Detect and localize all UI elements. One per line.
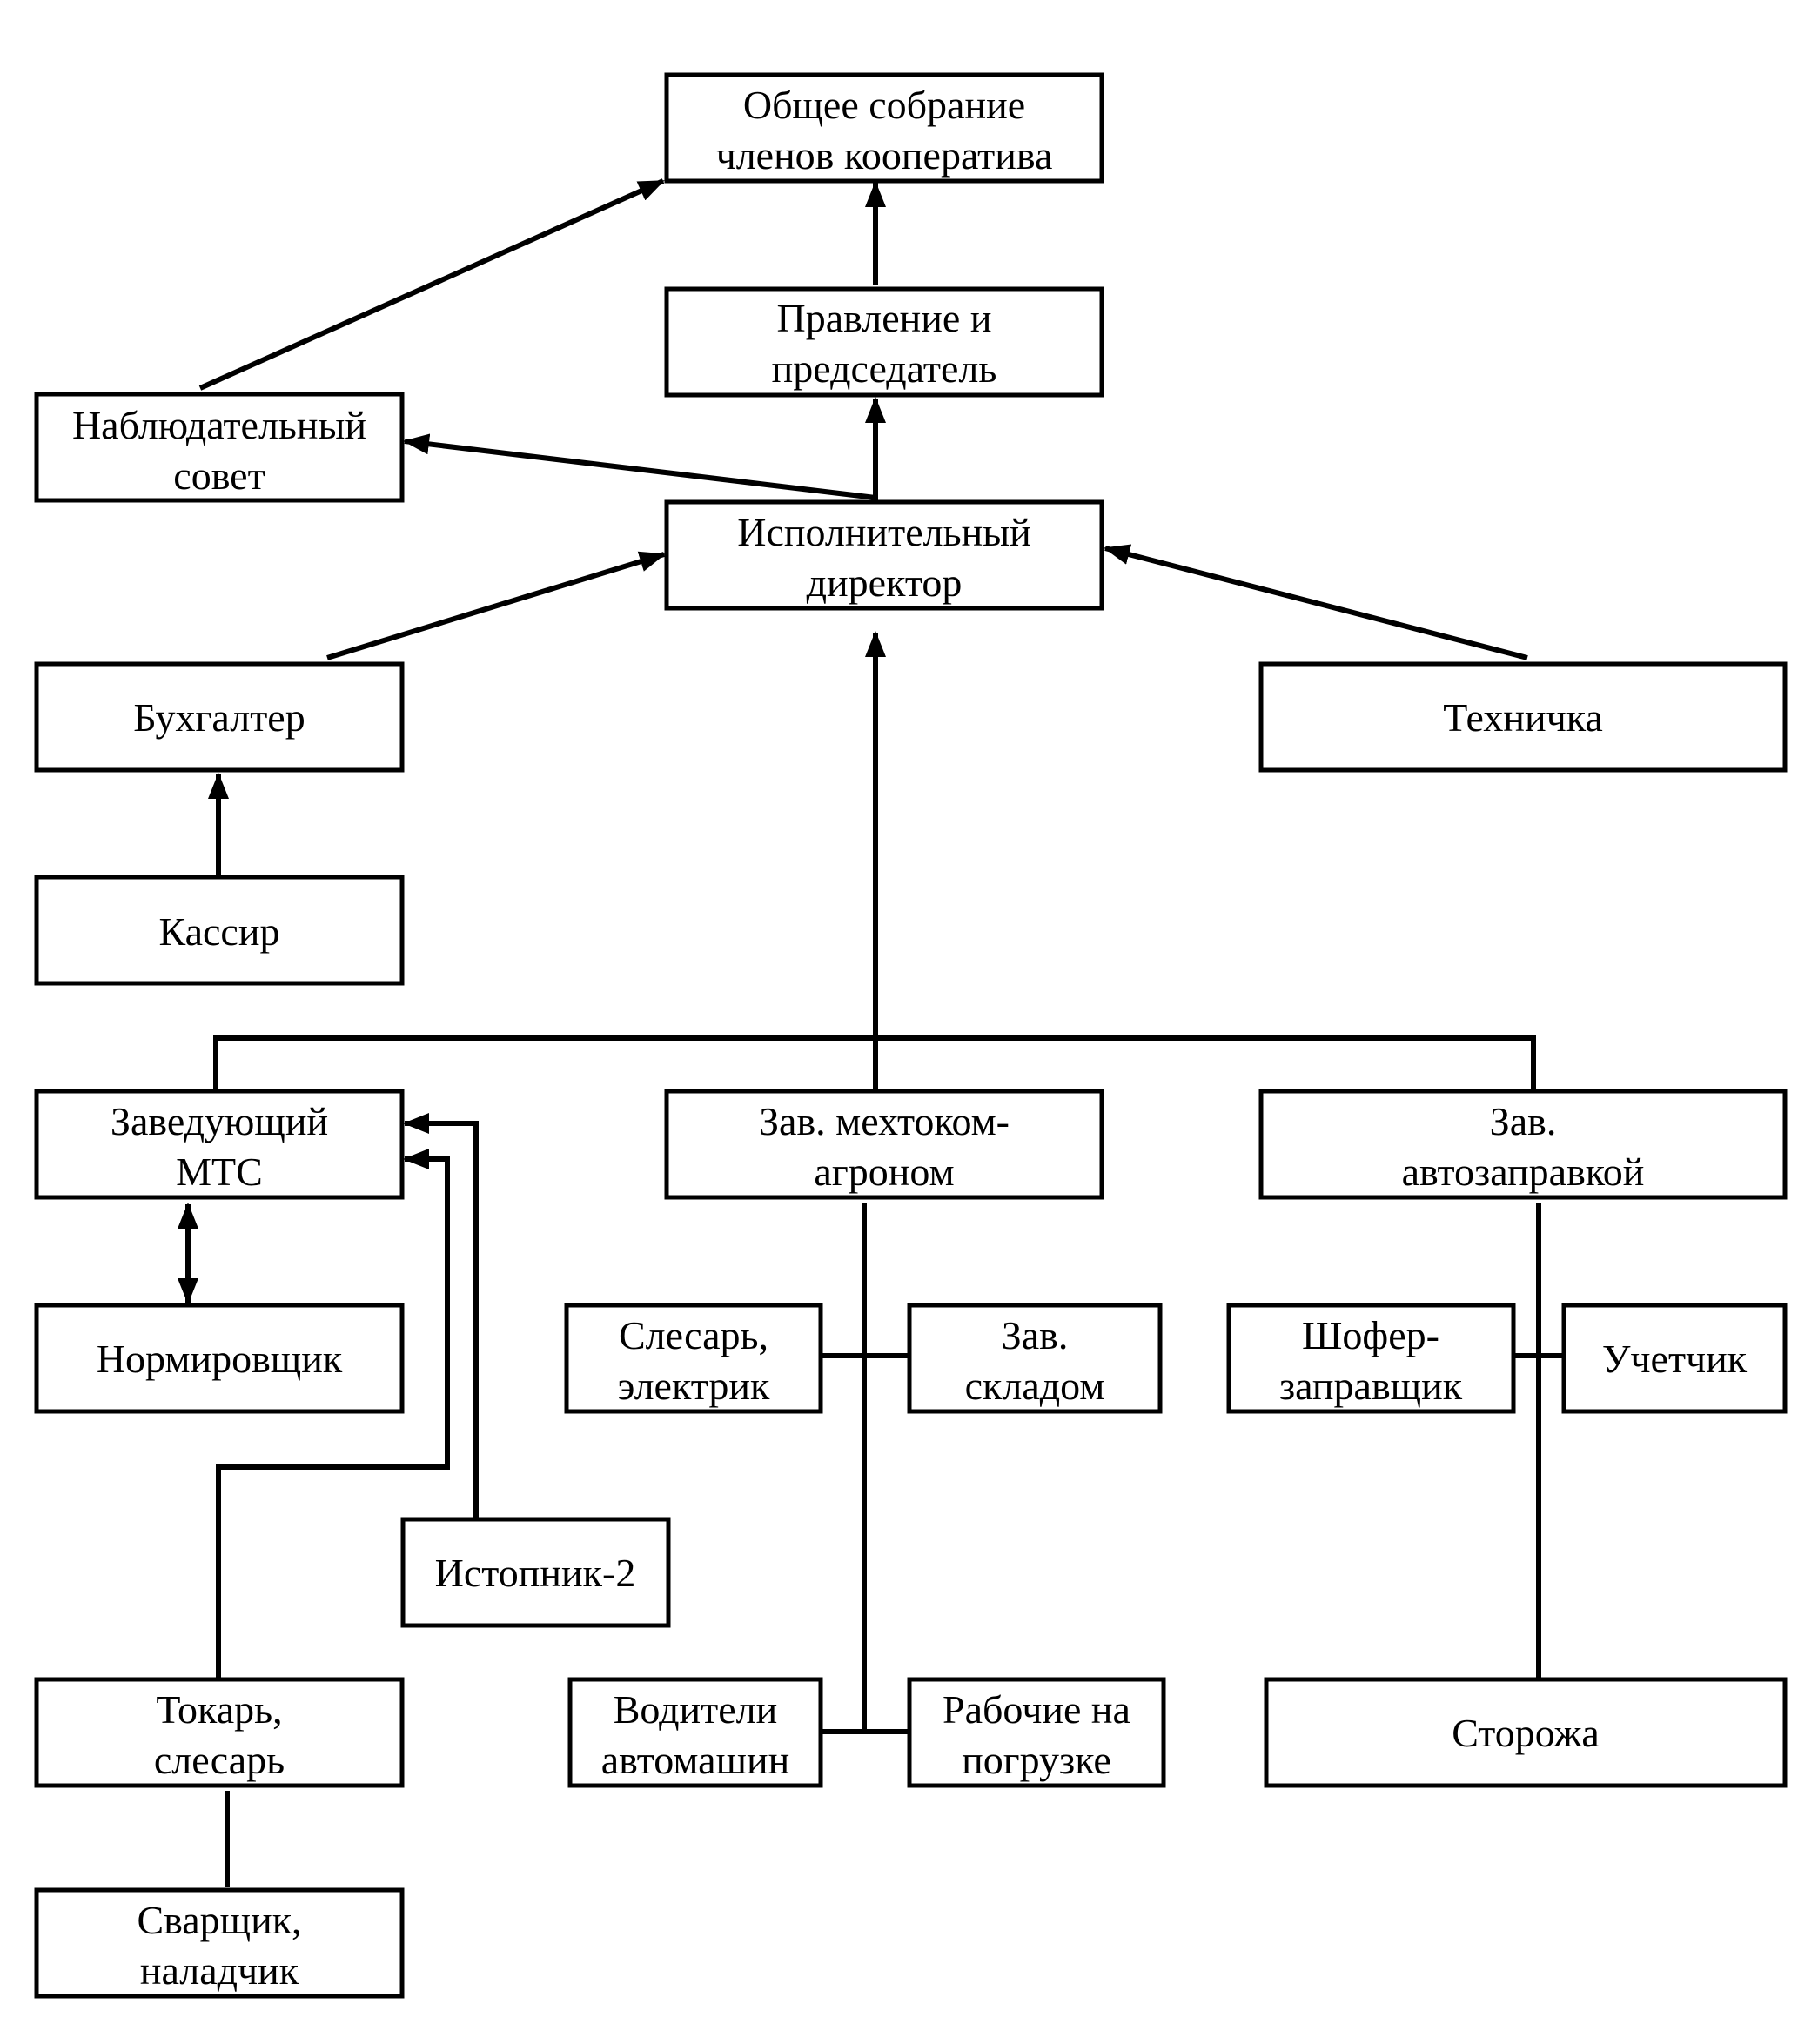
node-loaders: Рабочие на погрузке (907, 1677, 1166, 1788)
node-car-drivers: Водители автомашин (567, 1677, 823, 1788)
svg-text:Общее собрание: Общее собрание (743, 83, 1025, 127)
node-driver-fueler: Шофер- заправщик (1226, 1303, 1516, 1414)
svg-text:Сварщик,: Сварщик, (137, 1898, 301, 1942)
node-locksmith-electrician: Слесарь, электрик (564, 1303, 823, 1414)
svg-text:Слесарь,: Слесарь, (619, 1313, 768, 1357)
arrow-supervisory-to-meeting (198, 178, 665, 391)
svg-text:совет: совет (173, 453, 265, 498)
arrow-accountant-to-director (326, 551, 666, 660)
svg-text:Шофер-: Шофер- (1302, 1313, 1439, 1357)
svg-text:заправщик: заправщик (1279, 1364, 1463, 1408)
connectors (178, 178, 1564, 1887)
arrow-turner-to-mts (216, 1149, 450, 1679)
svg-text:Правление и: Правление и (777, 296, 992, 340)
arrow-director-to-supervisory (403, 433, 876, 500)
svg-text:председатель: председатель (772, 346, 997, 391)
node-cashier: Кассир (34, 875, 405, 986)
node-board-chairman: Правление и председатель (664, 286, 1104, 398)
svg-text:Исполнительный: Исполнительный (737, 510, 1030, 554)
svg-text:Нормировщик: Нормировщик (97, 1337, 343, 1381)
node-mts-head: Заведующий МТС (34, 1089, 405, 1200)
svg-text:Техничка: Техничка (1443, 695, 1603, 740)
arrow-stoker-to-mts (403, 1113, 479, 1519)
svg-text:Зав.: Зав. (1490, 1099, 1557, 1143)
svg-text:электрик: электрик (618, 1364, 770, 1408)
node-mechanization-head: Зав. мехтоком- агроном (664, 1089, 1104, 1200)
svg-text:слесарь: слесарь (154, 1738, 285, 1782)
node-supervisory-board: Наблюдательный совет (34, 392, 405, 503)
node-accountant: Бухгалтер (34, 661, 405, 773)
node-executive-director: Исполнительный директор (664, 499, 1104, 611)
svg-text:погрузке: погрузке (962, 1738, 1111, 1782)
node-stoker: Истопник-2 (400, 1517, 671, 1628)
svg-text:складом: складом (965, 1364, 1105, 1408)
node-rate-setter: Нормировщик (34, 1303, 405, 1414)
svg-text:Истопник-2: Истопник-2 (435, 1551, 636, 1595)
node-warehouse-head: Зав. складом (907, 1303, 1163, 1414)
svg-text:Бухгалтер: Бухгалтер (133, 695, 305, 740)
svg-text:Зав. мехтоком-: Зав. мехтоком- (759, 1099, 1010, 1143)
node-general-meeting: Общее собрание членов кооператива (664, 72, 1104, 184)
svg-text:агроном: агроном (814, 1149, 954, 1194)
departments-bus-line (213, 1035, 1536, 1092)
svg-text:Учетчик: Учетчик (1602, 1337, 1748, 1381)
svg-text:директор: директор (807, 560, 963, 605)
node-welder-adjuster: Сварщик, наладчик (34, 1887, 405, 1999)
node-fuel-station-head: Зав. автозаправкой (1258, 1089, 1788, 1200)
svg-text:автозаправкой: автозаправкой (1402, 1149, 1645, 1194)
node-guards: Сторожа (1264, 1677, 1788, 1788)
svg-text:Токарь,: Токарь, (156, 1687, 282, 1732)
node-accounting-clerk: Учетчик (1561, 1303, 1788, 1414)
svg-text:автомашин: автомашин (601, 1738, 789, 1782)
svg-text:Зав.: Зав. (1002, 1313, 1069, 1357)
node-technician: Техничка (1258, 661, 1788, 773)
svg-text:Заведующий: Заведующий (111, 1099, 328, 1143)
svg-text:Водители: Водители (614, 1687, 777, 1732)
svg-text:членов кооператива: членов кооператива (716, 133, 1053, 178)
node-turner-locksmith: Токарь, слесарь (34, 1677, 405, 1788)
arrow-technician-to-director (1104, 544, 1528, 660)
svg-text:Кассир: Кассир (159, 909, 280, 954)
svg-text:Рабочие на: Рабочие на (943, 1687, 1130, 1732)
svg-text:наладчик: наладчик (140, 1948, 299, 1993)
svg-text:МТС: МТС (176, 1149, 263, 1194)
svg-text:Сторожа: Сторожа (1452, 1711, 1600, 1755)
svg-text:Наблюдательный: Наблюдательный (72, 403, 366, 447)
